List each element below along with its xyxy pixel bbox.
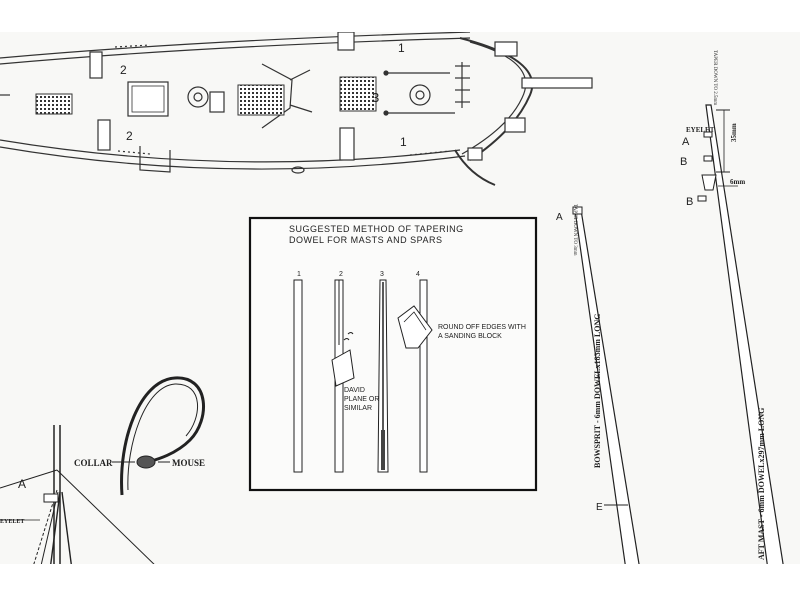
tapering-title-line2: DOWEL FOR MASTS AND SPARS <box>289 235 443 245</box>
bowsprit-drawing: A E TAPER DOWN TO 3mm BOWSPRIT - 6mm DOW… <box>556 204 640 564</box>
sanding-block-icon <box>397 305 433 349</box>
aft-mast-dim-35: 35mm <box>730 123 738 142</box>
rigging-label-a: A <box>18 477 26 491</box>
aft-mast-dowel-note: AFT MAST - 6mm DOWELx297mm LONG <box>757 408 766 560</box>
step-number: 2 <box>339 271 343 278</box>
grating-hatch <box>339 76 377 112</box>
plane-note: DAVID <box>344 387 365 394</box>
tapering-diagram: SUGGESTED METHOD OF TAPERING DOWEL FOR M… <box>248 216 538 492</box>
tapering-title-line1: SUGGESTED METHOD OF TAPERING <box>289 224 464 234</box>
aft-mast-eyelet-label: EYELET <box>686 126 715 134</box>
deck-callout: 1 <box>398 41 405 55</box>
dowel-step-4 <box>419 279 428 473</box>
bowsprit-label-a: A <box>556 212 563 223</box>
aft-mast-dim-6: 6mm <box>730 178 745 186</box>
aft-mast-label-b: B <box>680 156 687 168</box>
deck-callout: 3 <box>372 90 379 105</box>
aft-mast-label-a: A <box>682 136 690 148</box>
tapering-box-frame <box>248 216 538 492</box>
aft-mast-taper-note: TAPER DOWN TO 2.5mm <box>712 50 717 105</box>
aft-mast-drawing: EYELET A B B TAPER DOWN TO 2.5mm 35mm 6m… <box>680 50 784 564</box>
deck-callout: 2 <box>126 129 133 143</box>
step-number: 1 <box>297 271 301 278</box>
plane-note: SIMILAR <box>344 405 372 412</box>
bowsprit-taper-note: TAPER DOWN TO 3mm <box>572 204 577 256</box>
dowel-step-1 <box>293 279 303 473</box>
grating-hatch <box>35 93 73 115</box>
bowsprit-dowel-note: BOWSPRIT - 6mm DOWELx183mm LONG <box>593 313 602 468</box>
grating-hatch <box>237 84 285 116</box>
rigging-mouse-label: MOUSE <box>172 458 205 468</box>
sanding-note: ROUND OFF EDGES WITH <box>438 324 526 331</box>
deck-callout: 1 <box>400 135 407 149</box>
aft-mast-label-b2: B <box>686 196 693 208</box>
bowsprit-label-e: E <box>596 502 603 513</box>
step-number: 4 <box>416 271 420 278</box>
plane-tool-icon <box>331 349 355 387</box>
deck-callout: 2 <box>120 63 127 77</box>
bottom-margin <box>0 564 800 600</box>
sanding-note: A SANDING BLOCK <box>438 333 502 340</box>
top-margin <box>0 0 800 32</box>
rigging-detail <box>0 376 205 564</box>
step-number: 3 <box>380 271 384 278</box>
rigging-collar-label: COLLAR <box>74 458 113 468</box>
deck-plan <box>0 32 593 186</box>
plane-note: PLANE OR <box>344 396 379 403</box>
rigging-eyelet-label: EYELET <box>0 519 24 525</box>
